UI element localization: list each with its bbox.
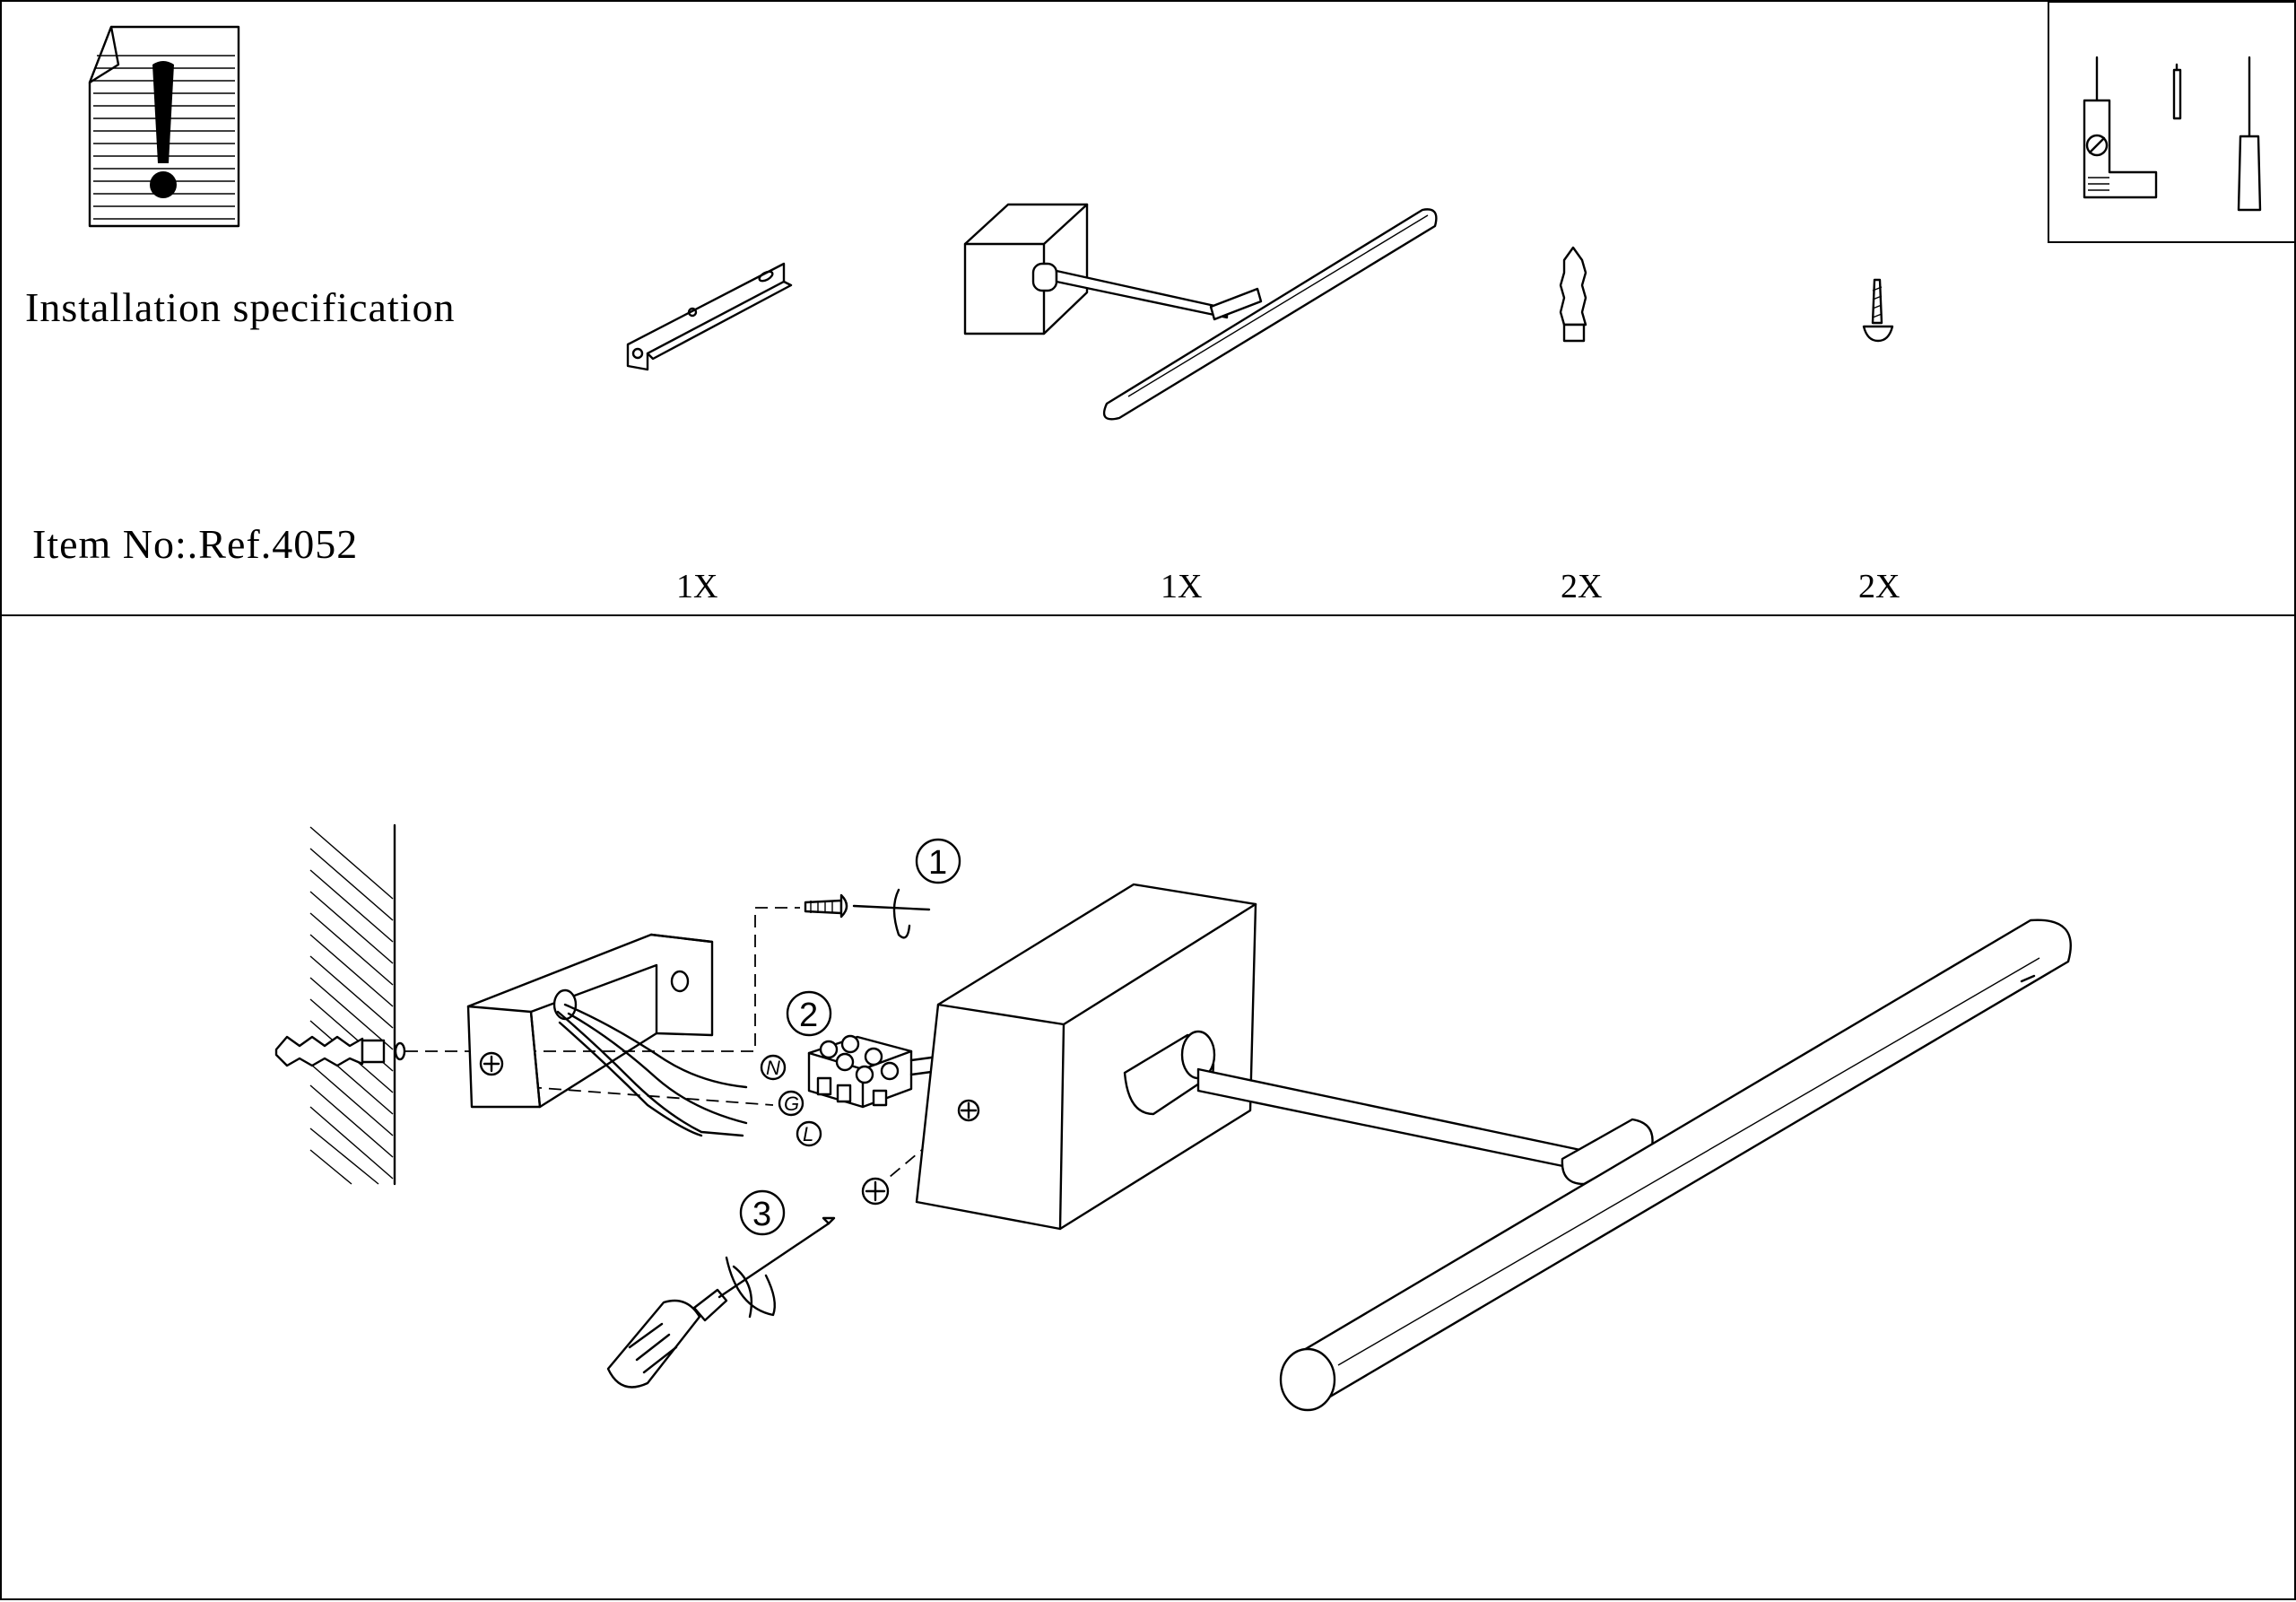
step-2-marker: 2 bbox=[786, 990, 832, 1037]
part-qty-lamp: 1X bbox=[1161, 568, 1202, 605]
lamp-arm bbox=[1123, 1030, 1654, 1186]
step-3-screwdriver bbox=[606, 1216, 836, 1389]
warning-document-icon bbox=[88, 25, 240, 228]
part-mounting-bracket bbox=[626, 262, 793, 371]
screwdriver-icon bbox=[2237, 56, 2262, 212]
wall-plug-assembly bbox=[274, 1035, 406, 1067]
part-screw bbox=[1862, 278, 1894, 343]
tools-box bbox=[2048, 2, 2296, 243]
wire-label-g: G bbox=[778, 1090, 804, 1117]
bracket-assembly bbox=[466, 933, 714, 1109]
page-title: Installation specification bbox=[25, 284, 455, 330]
svg-text:1: 1 bbox=[928, 844, 947, 882]
step-3-marker: 3 bbox=[739, 1189, 786, 1236]
terminal-block bbox=[807, 1034, 940, 1109]
svg-text:G: G bbox=[784, 1093, 799, 1115]
part-qty-wall-plug: 2X bbox=[1561, 568, 1602, 605]
step-1-marker: 1 bbox=[915, 838, 961, 884]
wire-label-n: N bbox=[760, 1054, 787, 1081]
drill-bit-icon bbox=[2172, 63, 2182, 120]
drill-icon bbox=[2083, 56, 2158, 199]
part-qty-screw: 2X bbox=[1858, 568, 1900, 605]
svg-text:L: L bbox=[803, 1123, 813, 1145]
lamp-housing bbox=[915, 883, 1257, 1231]
wall bbox=[309, 823, 396, 1186]
part-lamp bbox=[963, 203, 1438, 421]
mounting-screw bbox=[861, 1177, 890, 1206]
part-wall-plug bbox=[1559, 246, 1587, 343]
svg-text:2: 2 bbox=[799, 997, 818, 1034]
part-qty-bracket: 1X bbox=[676, 568, 718, 605]
light-bar bbox=[1279, 919, 2072, 1412]
step-1-screw bbox=[804, 888, 931, 939]
svg-text:N: N bbox=[766, 1057, 780, 1079]
wires bbox=[556, 1003, 748, 1137]
item-number: Item No:.Ref.4052 bbox=[32, 521, 358, 567]
wire-label-l: L bbox=[796, 1120, 822, 1147]
svg-text:3: 3 bbox=[752, 1196, 771, 1233]
